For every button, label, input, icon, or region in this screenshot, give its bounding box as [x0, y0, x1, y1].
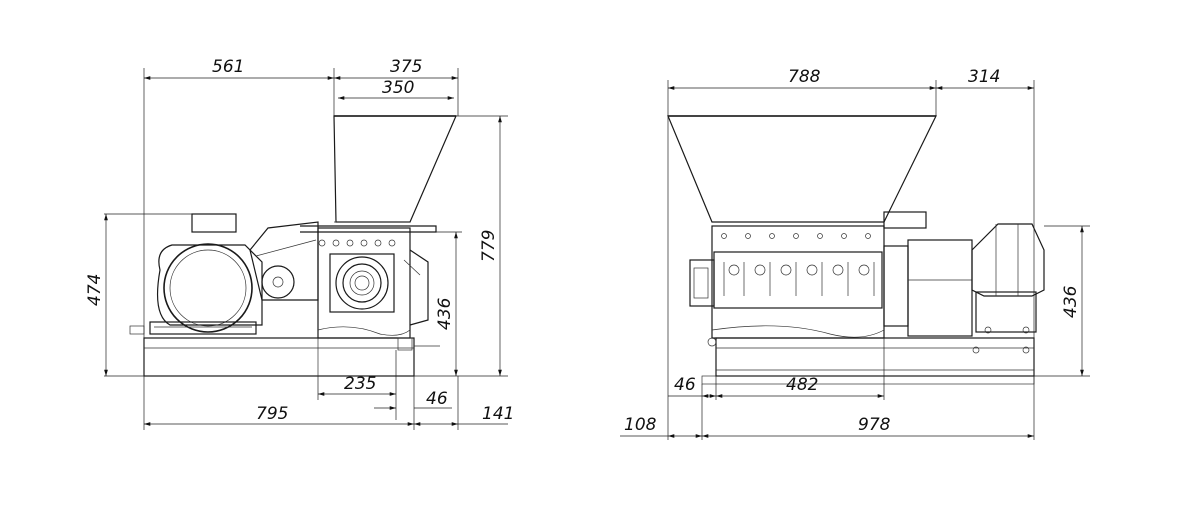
dim-label-482: 482: [786, 375, 818, 395]
right-drive-unit: [883, 211, 1045, 337]
dim-label-314: 314: [968, 67, 1000, 87]
dim-label-350: 350: [382, 78, 414, 98]
dim-label-141: 141: [482, 404, 514, 424]
dim-label-795: 795: [256, 404, 288, 424]
right-base-frame: [701, 337, 1035, 385]
right-view: 788 314 436 46 482 108 978: [620, 67, 1090, 440]
right-dimensions: 788 314 436 46 482 108 978: [620, 67, 1084, 438]
dim-label-474: 474: [85, 274, 105, 306]
dim-label-46-left: 46: [426, 389, 448, 409]
left-gearbox: [317, 227, 429, 351]
dim-label-788: 788: [788, 67, 821, 87]
right-crusher-teeth: [723, 262, 875, 296]
dim-label-375: 375: [390, 57, 422, 77]
dim-label-46-right: 46: [674, 375, 696, 395]
dim-label-436-right: 436: [1061, 285, 1081, 318]
left-hopper: [300, 115, 457, 233]
dim-label-978: 978: [858, 415, 891, 435]
dim-label-779: 779: [479, 230, 499, 262]
right-crusher-housing: [689, 225, 885, 339]
dim-label-561: 561: [212, 57, 244, 77]
left-dimensions: 561 375 350 779 474 436 235 46 795 141: [85, 57, 514, 426]
right-housing-bolts: [721, 233, 871, 239]
right-extension-lines: [667, 80, 1090, 440]
left-motor: [149, 213, 263, 335]
left-view: 561 375 350 779 474 436 235 46 795 141: [85, 57, 514, 430]
left-gearbox-bolts: [318, 239, 396, 247]
dim-label-108: 108: [624, 415, 657, 435]
dim-label-235: 235: [344, 374, 376, 394]
dim-label-436-left: 436: [435, 297, 455, 330]
right-hopper: [667, 115, 937, 223]
